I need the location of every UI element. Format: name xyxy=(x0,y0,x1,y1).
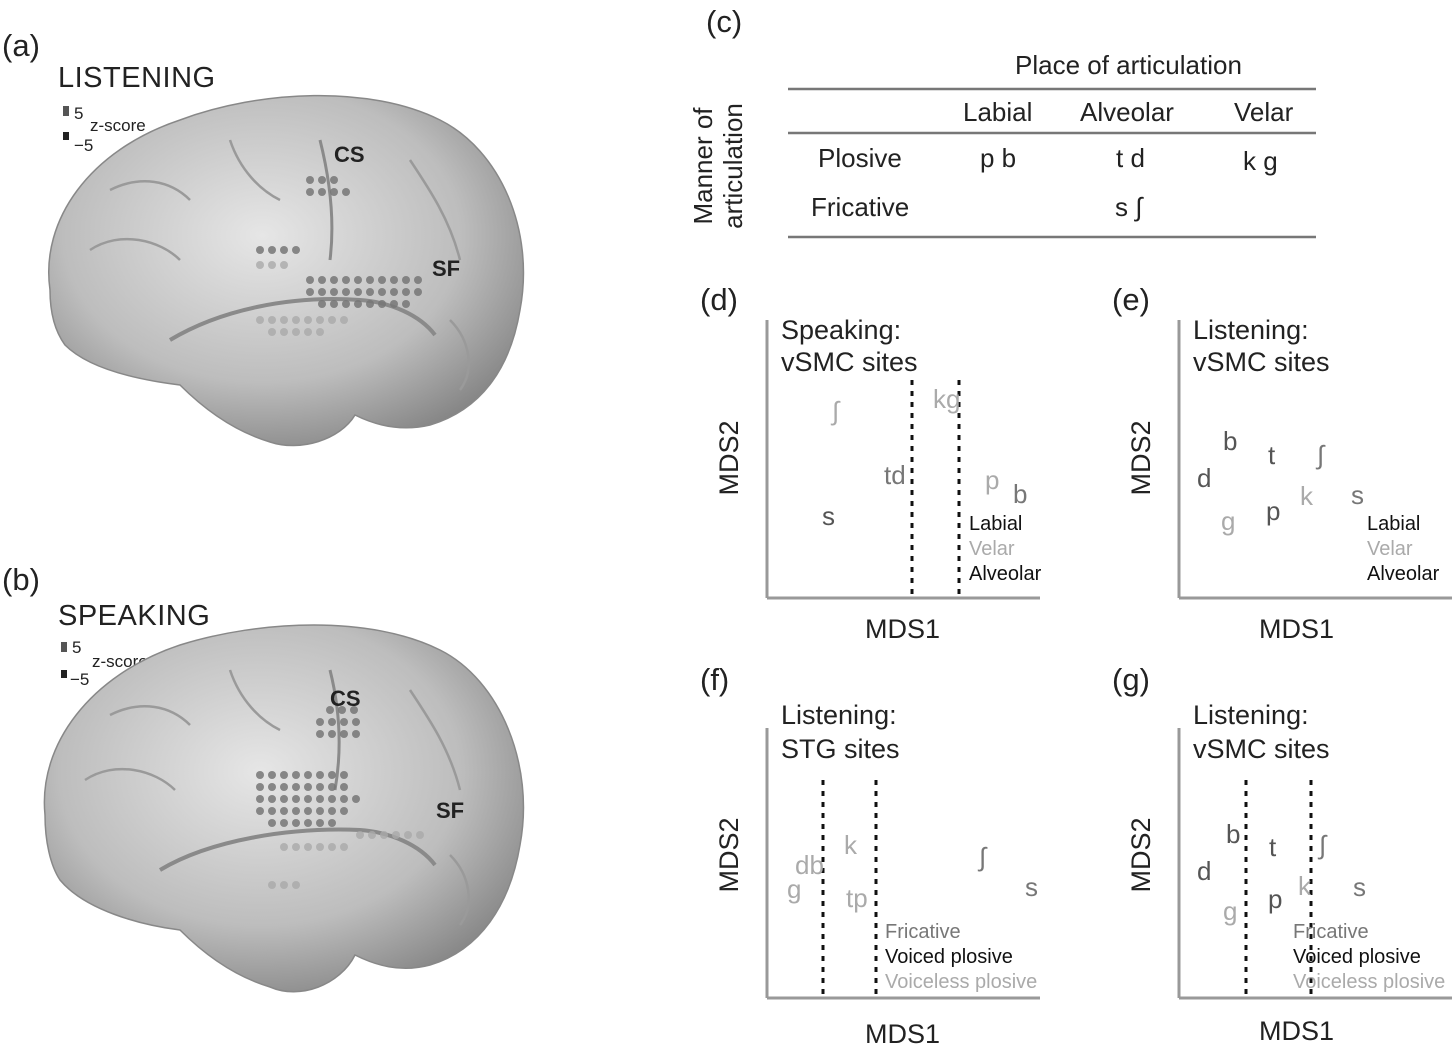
table-row-fricative: Fricative xyxy=(811,192,909,222)
point-k: k xyxy=(1300,481,1314,511)
y-axis-label: MDS2 xyxy=(1126,817,1156,892)
legend-text: z-score xyxy=(90,116,146,135)
point-tp: tp xyxy=(846,883,868,913)
legend-entry: Fricative xyxy=(1293,921,1369,943)
point-g: g xyxy=(787,874,801,904)
chart-title-line: STG sites xyxy=(781,734,900,764)
panel-label: (e) xyxy=(1112,282,1150,317)
panel-c-label: (c) xyxy=(706,4,742,39)
table-cell-fricative-alveolar: s ∫ xyxy=(1115,192,1144,222)
legend-entry: Labial xyxy=(969,513,1022,535)
point-td: td xyxy=(884,460,906,490)
y-axis-label: MDS2 xyxy=(714,817,744,892)
legend-min: −5 xyxy=(70,670,90,689)
x-axis-label: MDS1 xyxy=(865,1019,940,1045)
point-s: s xyxy=(1025,872,1038,902)
point-∫: ∫ xyxy=(830,396,841,426)
legend-entry: Alveolar xyxy=(1367,563,1440,585)
point-p: p xyxy=(1266,496,1280,526)
chart-title-line: Listening: xyxy=(781,700,897,730)
legend-entry: Voiced plosive xyxy=(885,946,1013,968)
point-d: d xyxy=(1197,856,1211,886)
point-∫: ∫ xyxy=(1315,440,1326,470)
chart-title-line: Listening: xyxy=(1193,700,1309,730)
point-t: t xyxy=(1268,440,1276,470)
point-g: g xyxy=(1221,506,1235,536)
sylvian-fissure-label: SF xyxy=(432,256,461,281)
legend-max: 5 xyxy=(72,638,82,657)
point-∫: ∫ xyxy=(1317,830,1328,860)
legend-entry: Voiceless plosive xyxy=(1293,971,1445,993)
panel-a-title: LISTENING xyxy=(58,62,216,94)
legend-entry: Velar xyxy=(1367,538,1413,560)
table-cell-plosive-labial: p b xyxy=(980,143,1016,173)
legend-entry: Velar xyxy=(969,538,1015,560)
central-sulcus-label: CS xyxy=(334,142,365,167)
panel-a-label: (a) xyxy=(2,28,40,63)
central-sulcus-label: CS xyxy=(330,686,361,711)
sylvian-fissure-label: SF xyxy=(436,798,465,823)
table-col-alveolar: Alveolar xyxy=(1080,97,1174,127)
table-header-place: Place of articulation xyxy=(1015,50,1242,80)
colorbar-icon xyxy=(61,642,67,678)
point-db: db xyxy=(795,850,824,880)
chart-title-line: vSMC sites xyxy=(1193,734,1330,764)
point-d: d xyxy=(1197,463,1211,493)
table-row-plosive: Plosive xyxy=(818,143,902,173)
legend-entry: Voiced plosive xyxy=(1293,946,1421,968)
table-cell-plosive-alveolar: t d xyxy=(1116,143,1145,173)
legend-entry: Alveolar xyxy=(969,563,1042,585)
point-s: s xyxy=(1351,480,1364,510)
panel-label: (d) xyxy=(700,282,738,317)
point-kg: kg xyxy=(933,384,960,414)
legend-max: 5 xyxy=(74,104,84,123)
point-s: s xyxy=(1353,872,1366,902)
table-row-axis-line1: Manner of xyxy=(688,107,718,225)
panel-b-title: SPEAKING xyxy=(58,600,211,632)
panel-b-label: (b) xyxy=(2,562,40,597)
y-axis-label: MDS2 xyxy=(1126,420,1156,495)
point-b: b xyxy=(1226,819,1240,849)
chart-title-line: vSMC sites xyxy=(1193,347,1330,377)
point-b: b xyxy=(1013,479,1027,509)
table-cell-plosive-velar: k g xyxy=(1243,146,1278,176)
panel-label: (f) xyxy=(700,662,729,697)
point-∫: ∫ xyxy=(977,842,988,872)
x-axis-label: MDS1 xyxy=(1259,1016,1334,1045)
legend-entry: Labial xyxy=(1367,513,1420,535)
legend-entry: Voiceless plosive xyxy=(885,971,1037,993)
table-col-velar: Velar xyxy=(1234,97,1294,127)
y-axis-label: MDS2 xyxy=(714,420,744,495)
panel-c-table: (c) Place of articulation Labial Alveola… xyxy=(688,4,1316,239)
point-t: t xyxy=(1269,832,1277,862)
table-row-axis-line2: articulation xyxy=(718,103,748,229)
chart-title-line: Speaking: xyxy=(781,315,901,345)
legend-min: −5 xyxy=(74,136,94,155)
table-col-labial: Labial xyxy=(963,97,1032,127)
point-p: p xyxy=(985,465,999,495)
panel-label: (g) xyxy=(1112,662,1150,697)
chart-title-line: vSMC sites xyxy=(781,347,918,377)
legend-entry: Fricative xyxy=(885,921,961,943)
chart-title-line: Listening: xyxy=(1193,315,1309,345)
point-k: k xyxy=(1298,871,1312,901)
x-axis-label: MDS1 xyxy=(1259,614,1334,644)
point-s: s xyxy=(822,501,835,531)
x-axis-label: MDS1 xyxy=(865,614,940,644)
brain-listening-image xyxy=(48,94,525,447)
point-b: b xyxy=(1223,426,1237,456)
point-p: p xyxy=(1268,884,1282,914)
brain-speaking-image xyxy=(43,624,525,993)
point-k: k xyxy=(844,830,858,860)
point-g: g xyxy=(1223,896,1237,926)
colorbar-icon xyxy=(63,106,69,140)
